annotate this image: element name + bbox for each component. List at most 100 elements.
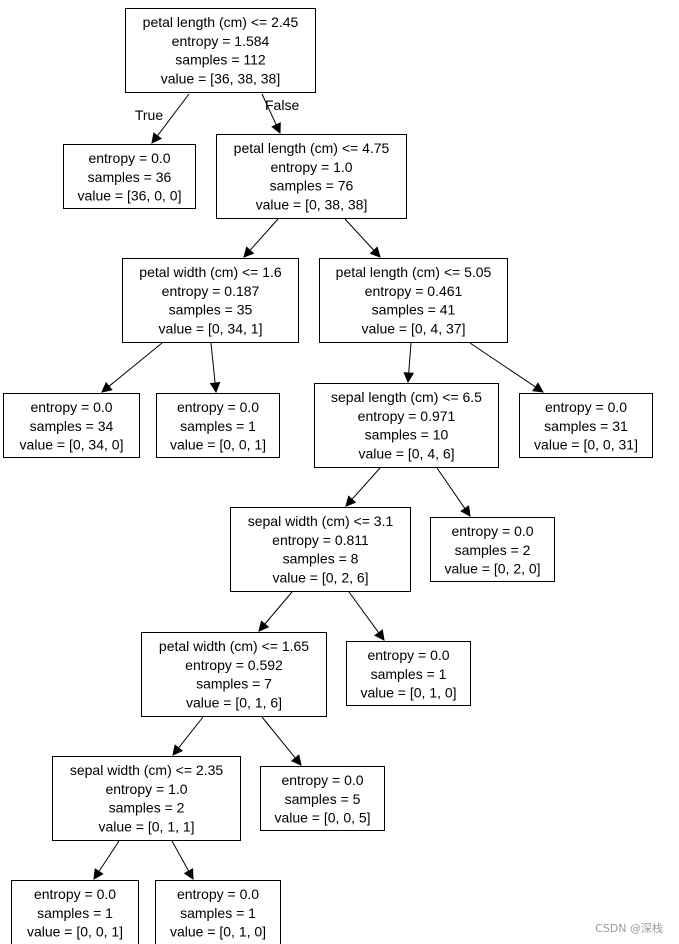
node-line: petal width (cm) <= 1.65 <box>159 638 309 654</box>
arrowhead <box>243 246 255 258</box>
node-line: entropy = 1.584 <box>172 33 270 49</box>
node-line: petal length (cm) <= 5.05 <box>336 264 492 280</box>
arrowhead <box>374 629 385 641</box>
node-line: samples = 1 <box>371 666 447 682</box>
node-line: value = [0, 34, 1] <box>159 320 263 336</box>
edge-line <box>261 93 277 126</box>
arrowhead <box>172 744 184 756</box>
node-line: samples = 2 <box>109 800 185 816</box>
node-line: entropy = 0.0 <box>451 523 533 539</box>
split-node: petal length (cm) <= 5.05 entropy = 0.461… <box>319 258 508 343</box>
split-node: petal length (cm) <= 2.45 entropy = 1.584… <box>125 8 316 93</box>
node-line: value = [0, 34, 0] <box>20 437 124 453</box>
node-line: value = [0, 0, 1] <box>27 924 123 940</box>
node-box <box>230 507 411 592</box>
node-line: entropy = 0.0 <box>88 150 170 166</box>
node-line: value = [0, 0, 31] <box>534 437 638 453</box>
node-line: samples = 41 <box>372 302 456 318</box>
node-line: samples = 10 <box>365 427 449 443</box>
node-box <box>122 258 299 343</box>
node-box <box>52 756 241 841</box>
node-box <box>63 144 196 209</box>
tree-edge <box>243 218 279 258</box>
node-line: entropy = 0.811 <box>272 532 369 548</box>
arrowhead <box>183 868 194 880</box>
edge-label-true: True <box>135 107 163 123</box>
arrowhead <box>403 372 415 384</box>
tree-edge <box>261 716 302 766</box>
arrowhead <box>290 754 302 766</box>
node-box <box>141 632 327 717</box>
tree-edge <box>348 591 385 641</box>
edge-line <box>171 840 190 872</box>
edge-line <box>98 840 120 872</box>
arrowhead <box>151 132 162 144</box>
split-node: sepal width (cm) <= 3.1 entropy = 0.811 sa… <box>230 507 411 592</box>
edge-line <box>157 93 190 137</box>
node-line: petal length (cm) <= 2.45 <box>143 14 299 30</box>
tree-edge <box>101 342 163 393</box>
node-line: value = [36, 38, 38] <box>161 70 280 86</box>
edge-line <box>469 342 536 388</box>
node-box <box>319 258 508 343</box>
node-line: entropy = 0.461 <box>365 283 463 299</box>
tree-edge: False <box>261 93 299 135</box>
tree-edge <box>93 840 120 880</box>
edge-line <box>249 218 279 251</box>
node-box <box>216 134 407 219</box>
arrowhead <box>93 868 104 880</box>
arrowhead <box>258 620 270 632</box>
edge-line <box>108 342 163 387</box>
csdn-watermark: CSDN @深栈 <box>595 922 663 935</box>
node-line: entropy = 0.0 <box>545 399 627 415</box>
edge-label-false: False <box>265 97 299 113</box>
node-line: samples = 7 <box>196 676 272 692</box>
node-line: value = [0, 4, 37] <box>362 320 466 336</box>
edge-line <box>178 716 204 749</box>
edge-line <box>210 342 216 384</box>
node-line: entropy = 0.0 <box>34 886 116 902</box>
node-line: value = [0, 2, 0] <box>444 561 540 577</box>
node-line: value = [0, 0, 1] <box>170 437 266 453</box>
node-line: entropy = 0.0 <box>281 772 363 788</box>
arrowhead <box>209 382 221 394</box>
node-line: petal width (cm) <= 1.6 <box>139 264 282 280</box>
tree-edge <box>436 467 471 517</box>
node-line: value = [0, 1, 6] <box>186 694 282 710</box>
node-line: samples = 1 <box>180 418 256 434</box>
node-line: sepal width (cm) <= 3.1 <box>248 513 394 529</box>
node-line: samples = 112 <box>175 52 266 68</box>
node-line: entropy = 0.187 <box>162 283 260 299</box>
node-box <box>3 393 140 458</box>
node-line: samples = 76 <box>270 178 354 194</box>
node-line: entropy = 0.0 <box>177 399 259 415</box>
tree-edge <box>403 342 415 384</box>
arrowhead <box>101 381 113 393</box>
node-box <box>155 880 281 944</box>
node-line: samples = 35 <box>169 302 253 318</box>
edge-line <box>436 467 466 509</box>
node-line: samples = 36 <box>88 169 172 185</box>
edge-line <box>348 591 380 634</box>
node-line: samples = 8 <box>283 551 359 567</box>
node-line: value = [0, 4, 6] <box>358 445 454 461</box>
tree-edge <box>171 840 194 880</box>
arrowhead <box>369 246 381 258</box>
node-line: entropy = 0.0 <box>367 647 449 663</box>
node-line: petal length (cm) <= 4.75 <box>234 140 390 156</box>
arrowhead <box>271 122 281 135</box>
node-line: samples = 2 <box>455 542 531 558</box>
node-line: samples = 31 <box>544 418 628 434</box>
node-line: samples = 5 <box>285 791 361 807</box>
leaf-node: entropy = 0.0 samples = 2 value = [0, 2, 0… <box>430 517 555 582</box>
node-line: entropy = 1.0 <box>105 781 187 797</box>
node-line: entropy = 0.0 <box>177 886 259 902</box>
node-line: entropy = 0.0 <box>30 399 112 415</box>
